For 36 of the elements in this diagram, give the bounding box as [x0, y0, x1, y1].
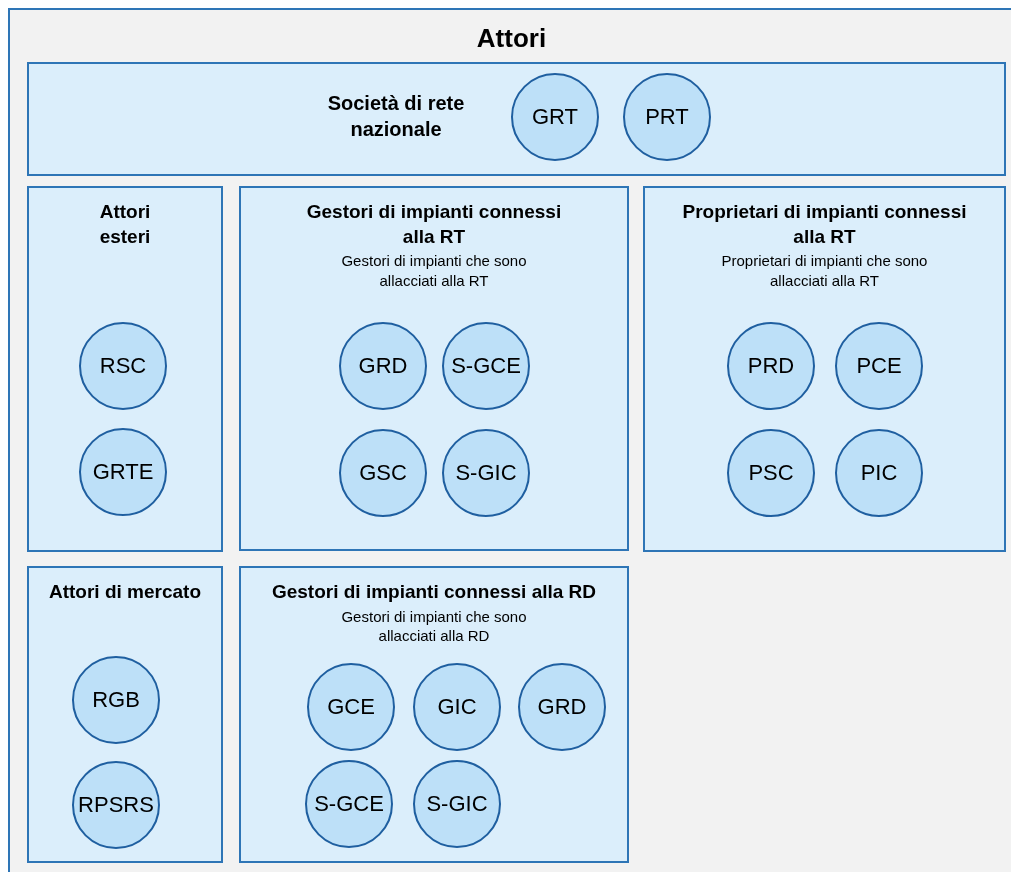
actor-label: GRT [531, 104, 578, 130]
panel-heading: Attori di mercato [48, 580, 202, 604]
actor-label: GRD [537, 694, 587, 720]
actor-label: S-GCE [451, 353, 521, 379]
panel-heading: Proprietari di impianti connessi alla RT [681, 200, 968, 249]
group-panel [239, 186, 629, 551]
actor-label: RPSRS [78, 792, 154, 818]
outer-panel [8, 8, 1011, 872]
actor-label: GIC [437, 694, 477, 720]
group-panel [27, 62, 1006, 176]
actor-label: S-GCE [314, 791, 384, 817]
group-panel [27, 566, 223, 863]
panel-description: Gestori di impianti che sono allacciati alla RD [340, 606, 528, 646]
actor-label: PRT [645, 104, 689, 130]
group-panel [239, 566, 629, 863]
group-panel [27, 186, 223, 552]
actor-label: GCE [327, 694, 375, 720]
actor-label: S-GIC [426, 791, 488, 817]
actor-label: GRTE [92, 459, 154, 485]
actor-label: RSC [99, 353, 147, 379]
actor-label: PRD [747, 353, 795, 379]
panel-description: Proprietari di impianti che sono allacciati alla RT [720, 251, 929, 291]
group-panel [643, 186, 1006, 552]
panel-heading: Società di rete nazionale [326, 91, 466, 142]
actor-label: GSC [359, 460, 407, 486]
panel-heading: Gestori di impianti connessi alla RT [305, 200, 563, 249]
actor-label: PCE [856, 353, 902, 379]
actor-label: PSC [748, 460, 794, 486]
panel-description: Gestori di impianti che sono allacciati alla RT [340, 251, 528, 291]
actor-label: PIC [860, 460, 898, 486]
actor-label: RGB [92, 687, 140, 713]
panel-heading: Attori [475, 22, 548, 55]
panel-heading: Attori esteri [98, 200, 152, 249]
actor-label: GRD [358, 353, 408, 379]
actor-label: S-GIC [455, 460, 517, 486]
panel-heading: Gestori di impianti connessi alla RD [270, 580, 598, 604]
